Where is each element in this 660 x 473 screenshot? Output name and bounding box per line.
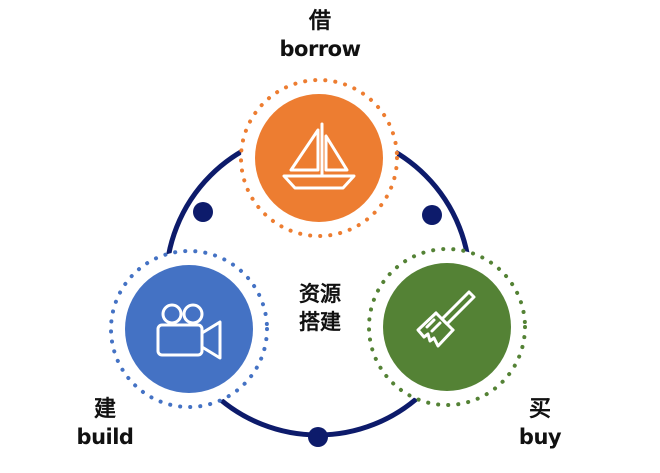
borrow-zh-label: 借 — [308, 9, 331, 34]
label-build: 建 build — [55, 396, 155, 450]
buy-en-label: buy — [518, 425, 562, 449]
node-borrow — [239, 78, 399, 238]
center-label-line1: 资源 — [299, 282, 341, 306]
ring-dot-bottom — [308, 427, 328, 447]
ring-dot-right — [422, 205, 442, 225]
buy-zh-label: 买 — [528, 397, 551, 422]
ring-dot-left — [193, 202, 213, 222]
center-label: 资源 搭建 — [280, 280, 360, 336]
node-build — [109, 249, 269, 409]
build-zh-label: 建 — [93, 397, 116, 422]
build-en-label: build — [76, 425, 134, 449]
build-circle — [125, 265, 253, 393]
video-camera-icon — [156, 303, 222, 360]
center-label-line2: 搭建 — [299, 310, 341, 334]
sailboat-icon — [282, 122, 356, 190]
borrow-en-label: borrow — [279, 37, 362, 61]
paintbrush-icon — [416, 290, 476, 348]
label-buy: 买 buy — [490, 396, 590, 450]
node-buy — [367, 247, 527, 407]
label-borrow: 借 borrow — [270, 8, 370, 62]
buy-circle — [383, 263, 511, 391]
